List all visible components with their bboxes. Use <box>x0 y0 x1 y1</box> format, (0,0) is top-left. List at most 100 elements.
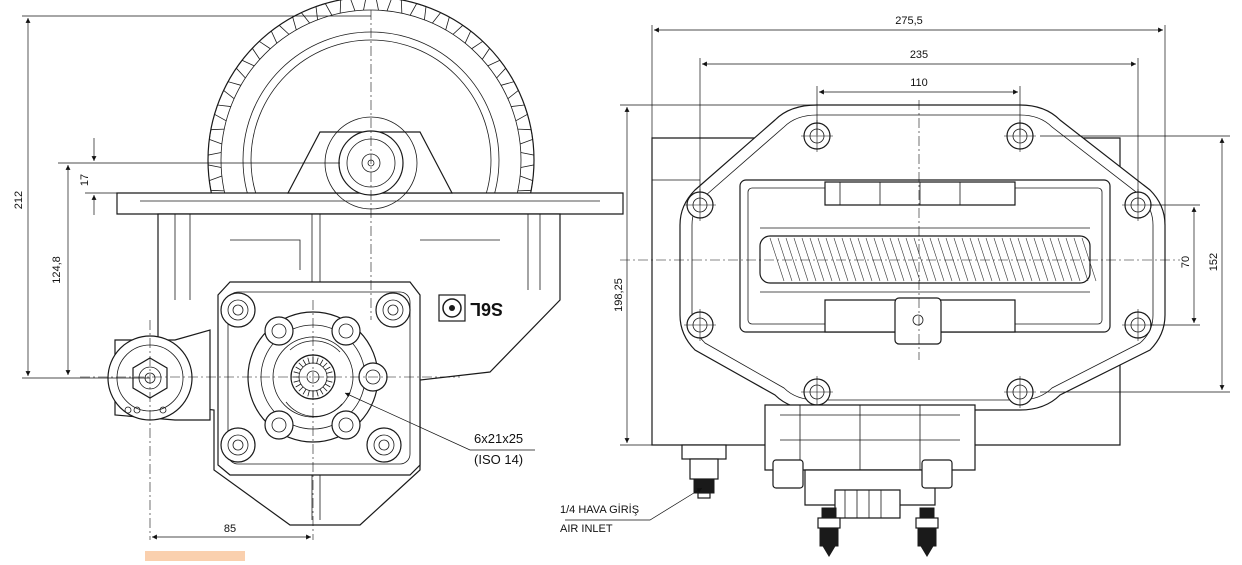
helical-tooth <box>985 237 1001 282</box>
helical-tooth <box>1001 237 1017 282</box>
helical-tooth <box>1081 237 1097 282</box>
side-boss <box>107 329 211 421</box>
helical-tooth <box>1009 237 1025 282</box>
helical-tooth <box>785 237 801 282</box>
spline-tooth <box>302 388 307 395</box>
helical-tooth <box>769 237 785 282</box>
helical-tooth <box>841 237 857 282</box>
svg-text:212: 212 <box>13 191 25 209</box>
dim-275-5: 275,5 <box>651 15 1166 225</box>
helical-tooth <box>929 237 945 282</box>
dim-85: 85 <box>152 523 311 540</box>
helical-tooth <box>1073 237 1089 282</box>
svg-text:198,25: 198,25 <box>613 278 625 312</box>
spline-tooth <box>298 386 304 392</box>
helical-tooth <box>1065 237 1081 282</box>
helical-tooth <box>993 237 1009 282</box>
gear-tooth <box>432 12 450 31</box>
gear-tooth <box>517 175 534 192</box>
svg-text:275,5: 275,5 <box>895 15 923 27</box>
helical-tooth <box>937 237 953 282</box>
gear-tooth <box>208 175 225 192</box>
helical-tooth <box>977 237 993 282</box>
gear-tooth <box>315 3 333 20</box>
flange-bolts <box>220 292 411 463</box>
spline-tooth <box>302 359 307 366</box>
helical-tooth <box>857 237 873 282</box>
gear-tooth <box>214 104 231 122</box>
helical-tooth <box>913 237 929 282</box>
svg-text:17: 17 <box>79 174 91 186</box>
helical-tooth <box>1057 237 1073 282</box>
spline-tooth <box>324 366 331 371</box>
top-flange <box>116 192 624 215</box>
gear-tooth <box>517 128 534 145</box>
gear-tooth <box>520 152 535 168</box>
spline-tooth <box>326 371 333 374</box>
helical-tooth <box>1041 237 1057 282</box>
gear-tooth <box>386 0 403 14</box>
helical-tooth <box>793 237 809 282</box>
svg-text:152: 152 <box>1208 253 1220 271</box>
spline-tooth <box>295 366 302 371</box>
helical-tooth <box>921 237 937 282</box>
gear-tooth <box>208 128 225 145</box>
spline-tooth <box>293 371 300 374</box>
dim-70: 70 <box>1150 204 1200 326</box>
air-inlet-label-tr: 1/4 HAVA GİRİŞ <box>560 503 639 516</box>
gear-tooth <box>339 0 356 14</box>
gear-tooth <box>409 3 427 20</box>
spline-tooth <box>316 390 319 397</box>
gear-tooth <box>251 40 271 60</box>
helical-tooth <box>849 237 865 282</box>
helical-tooth <box>897 237 913 282</box>
svg-text:70: 70 <box>1180 256 1192 268</box>
helical-tooth <box>1017 237 1033 282</box>
gear-tooth <box>235 59 255 79</box>
gear-tooth <box>292 12 310 31</box>
air-inlet-label-en: AIR INLET <box>560 523 613 535</box>
svg-text:235: 235 <box>910 49 928 61</box>
spline-tooth <box>307 390 310 397</box>
shaft-spec-callout: 6x21x25 (ISO 14) <box>344 392 535 467</box>
gear-tooth <box>471 40 491 60</box>
spline-tooth <box>324 383 331 388</box>
air-inlet-callout: 1/4 HAVA GİRİŞ AIR INLET <box>560 487 703 535</box>
gear-tooth <box>452 24 472 44</box>
helical-tooth <box>777 237 793 282</box>
shaft-spec-line2: (ISO 14) <box>474 452 523 467</box>
dim-124-8: 124,8 <box>51 162 340 375</box>
dim-235: 235 <box>699 49 1139 205</box>
dim-110: 110 <box>816 77 1021 135</box>
spline-tooth <box>319 388 324 395</box>
gear-tooth <box>207 152 222 168</box>
helical-tooth <box>961 237 977 282</box>
svg-text:124,8: 124,8 <box>51 256 63 284</box>
svg-text:85: 85 <box>224 523 236 535</box>
spline-tooth <box>295 383 302 388</box>
spline-tooth <box>322 386 328 392</box>
helical-tooth <box>953 237 969 282</box>
dim-17: 17 <box>79 138 117 215</box>
spline-tooth <box>326 380 333 383</box>
svg-text:110: 110 <box>910 77 928 89</box>
dim-212: 212 <box>13 15 371 379</box>
helical-tooth <box>1033 237 1049 282</box>
helical-tooth <box>801 237 817 282</box>
dim-152: 152 <box>1040 135 1230 393</box>
gear-tooth <box>511 104 528 122</box>
helical-tooth <box>817 237 833 282</box>
gear-tooth <box>487 59 507 79</box>
helical-tooth <box>809 237 825 282</box>
helical-tooth <box>945 237 961 282</box>
helical-tooth <box>873 237 889 282</box>
side-view: 275,5 235 110 198,25 152 <box>560 15 1230 557</box>
helical-tooth <box>881 237 897 282</box>
helical-tooth <box>889 237 905 282</box>
spline-tooth <box>322 362 328 368</box>
helical-gear <box>759 235 1097 284</box>
gear-tooth <box>270 24 290 44</box>
gear-tooth <box>500 81 519 99</box>
gear-tooth <box>223 81 242 99</box>
